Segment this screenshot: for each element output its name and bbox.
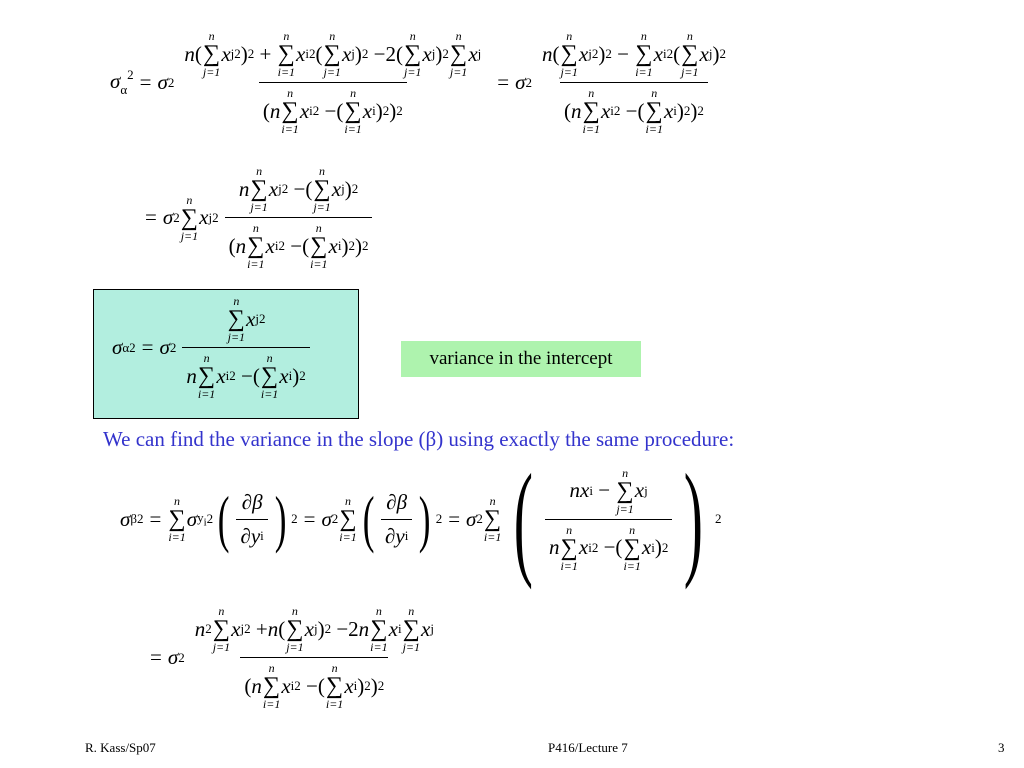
intercept-variance-label: variance in the intercept xyxy=(401,341,641,377)
footer-author: R. Kass/Sp07 xyxy=(85,740,156,755)
slope-intro-text: We can find the variance in the slope (β… xyxy=(103,427,735,451)
footer-page-number: 3 xyxy=(998,740,1005,755)
sigma-alpha-lhs: σα2 xyxy=(110,67,134,97)
result-box xyxy=(93,289,359,419)
footer-course: P416/Lecture 7 xyxy=(548,740,628,755)
